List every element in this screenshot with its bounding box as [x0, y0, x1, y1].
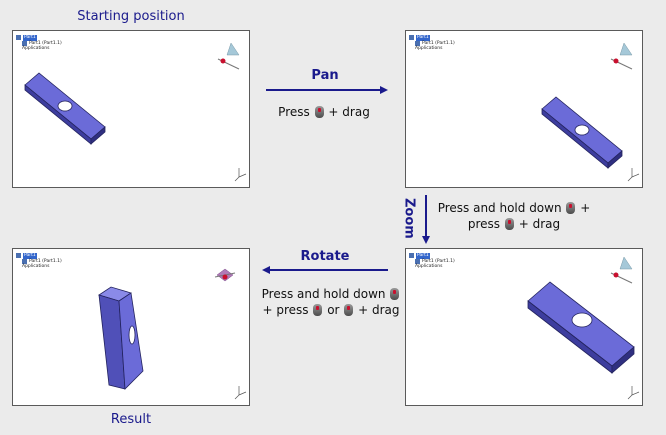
- part-hole: [574, 124, 590, 136]
- tree-apps-label: Applications: [22, 46, 50, 51]
- tree-part-label: Part1 (Part1.1): [29, 40, 62, 46]
- spec-tree: Part1 Part1 (Part1.1) Applications: [409, 35, 455, 52]
- tree-part-icon: [22, 258, 27, 264]
- tree-part-icon: [22, 40, 27, 46]
- part-view-1: [24, 42, 247, 182]
- rotate-title: Rotate: [300, 249, 350, 264]
- axis-icon: [234, 386, 247, 400]
- tree-root-icon: [16, 35, 21, 41]
- spec-tree: Part1 Part1 (Part1.1) Applications: [16, 35, 62, 52]
- pan-instruction: Press + drag: [262, 104, 386, 120]
- rotate-instruction: Press and hold down + press or + drag: [254, 286, 408, 318]
- part-view-4: [98, 268, 247, 400]
- rotate-drag-text: + drag: [358, 303, 400, 317]
- zoom-title: Zoom: [401, 197, 417, 239]
- tree-apps-label: Applications: [415, 46, 443, 51]
- axis-icon: [234, 168, 247, 182]
- zoom-drag-text: + drag: [518, 217, 561, 231]
- part-view-3: [527, 256, 640, 400]
- mouse-button-icon: [344, 304, 354, 316]
- tree-root-label: Part1: [416, 253, 430, 259]
- caption-result: Result: [110, 412, 152, 427]
- part-end-face: [611, 346, 635, 374]
- caption-starting-position: Starting position: [77, 9, 185, 24]
- pan-drag-text: + drag: [328, 105, 370, 119]
- part-hole: [571, 312, 593, 328]
- tree-part-icon: [415, 258, 420, 264]
- tree-apps-label: Applications: [22, 264, 50, 269]
- part-end-face: [607, 150, 623, 169]
- tree-root-label: Part1: [23, 253, 37, 259]
- tree-part-label: Part1 (Part1.1): [29, 258, 62, 264]
- tree-root-label: Part1: [416, 35, 430, 41]
- part-view-2: [541, 42, 640, 182]
- zoom-line1-text: Press and hold down: [437, 201, 562, 215]
- viewport-result: Part1 Part1 (Part1.1) Applications: [12, 248, 250, 406]
- pan-title: Pan: [311, 68, 339, 83]
- viewport-starting-position: Part1 Part1 (Part1.1) Applications: [12, 30, 250, 188]
- pan-label: Pan: [270, 67, 380, 84]
- tree-part-label: Part1 (Part1.1): [422, 40, 455, 46]
- compass-icon[interactable]: [610, 42, 633, 70]
- mouse-button-icon: [504, 218, 514, 230]
- part-end-face: [90, 126, 106, 145]
- compass-icon[interactable]: [214, 268, 236, 282]
- tree-apps-label: Applications: [415, 264, 443, 269]
- axis-icon: [627, 168, 640, 182]
- part-hole: [128, 325, 136, 345]
- tree-part-label: Part1 (Part1.1): [422, 258, 455, 264]
- axis-icon: [627, 386, 640, 400]
- spec-tree: Part1 Part1 (Part1.1) Applications: [409, 253, 455, 270]
- compass-icon[interactable]: [217, 42, 240, 70]
- mouse-button-icon: [313, 304, 323, 316]
- rotate-or-text: or: [327, 303, 340, 317]
- rotate-line1-text: Press and hold down: [261, 287, 386, 301]
- tree-root-label: Part1: [23, 35, 37, 41]
- viewport-after-zoom: Part1 Part1 (Part1.1) Applications: [405, 248, 643, 406]
- rotate-label: Rotate: [270, 248, 380, 265]
- mouse-button-icon: [566, 202, 576, 214]
- tree-part-icon: [415, 40, 420, 46]
- pan-press-text: Press: [278, 105, 310, 119]
- zoom-instruction: Press and hold down + press + drag: [434, 200, 594, 232]
- zoom-plus-text: +: [580, 201, 591, 215]
- tree-root-icon: [16, 253, 21, 259]
- part-hole: [57, 100, 73, 112]
- viewport-after-pan: Part1 Part1 (Part1.1) Applications: [405, 30, 643, 188]
- tree-root-icon: [409, 35, 414, 41]
- compass-icon[interactable]: [610, 256, 633, 284]
- rotate-press-text: + press: [262, 303, 309, 317]
- mouse-button-icon: [390, 288, 400, 300]
- tree-root-icon: [409, 253, 414, 259]
- mouse-button-icon: [314, 106, 324, 118]
- spec-tree: Part1 Part1 (Part1.1) Applications: [16, 253, 62, 270]
- zoom-press-text: press: [467, 217, 501, 231]
